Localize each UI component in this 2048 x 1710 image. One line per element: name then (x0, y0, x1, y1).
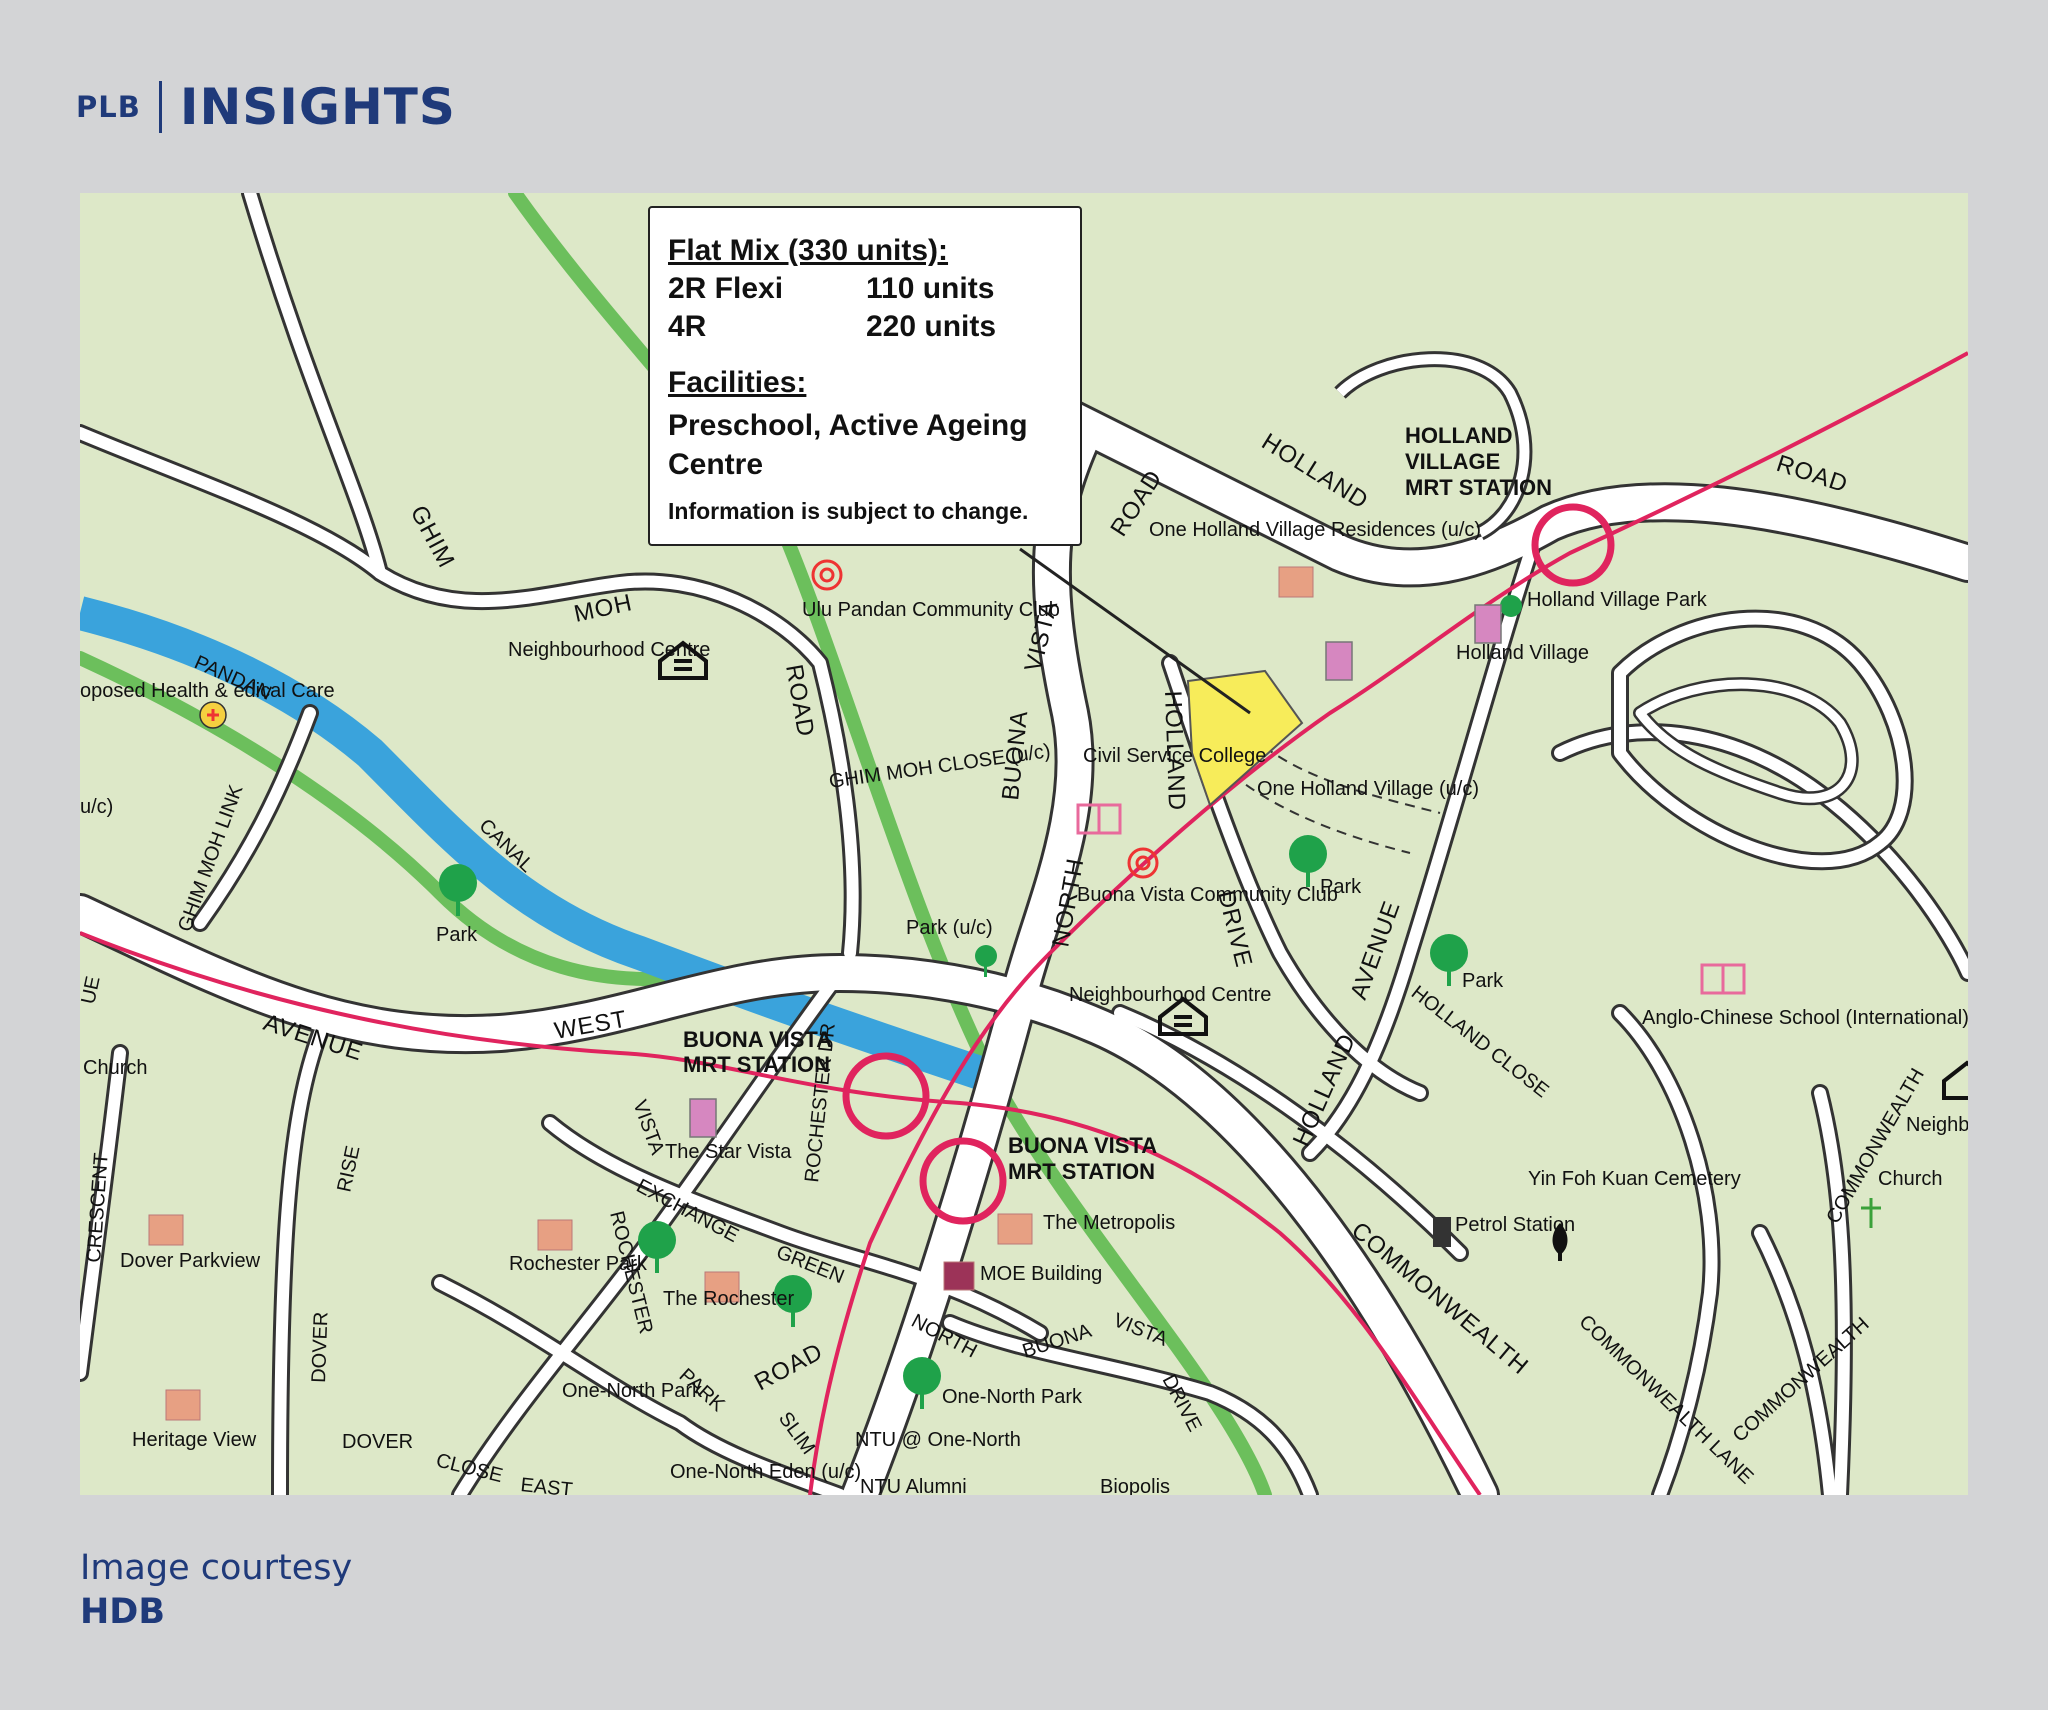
map-canvas: GHIM MOH ROAD HOLLAND ROAD ROAD BUONA VI… (80, 193, 1968, 1495)
place-label: One-North Park (562, 1380, 703, 1402)
park-tree-icon (439, 595, 1522, 1409)
buona-vista-mrt-label-2: BUONA VISTA (1008, 1133, 1157, 1158)
road-label: HOLLAND (1159, 690, 1190, 811)
road-label: HOLLAND CLOSE (1407, 982, 1553, 1103)
place-label: The Metropolis (1043, 1212, 1175, 1234)
place-label: Dover Parkview (120, 1250, 261, 1272)
medical-care-icon (199, 701, 227, 729)
brand-title: INSIGHTS (179, 78, 456, 136)
place-label: Church (83, 1057, 147, 1079)
buona-vista-mrt-ring-2 (919, 1137, 1007, 1225)
road-label: GHIM (405, 501, 460, 573)
place-label: Park (u/c) (906, 917, 993, 939)
place-label: NTU Alumni (860, 1476, 967, 1495)
road-label: EAST (519, 1474, 573, 1495)
mrt-label-line: MRT STATION (683, 1052, 830, 1077)
neighbourhood-centre-icon (658, 640, 1968, 1100)
place-label: One-North Park (942, 1386, 1083, 1408)
place-label: Neighbourhood Centre (1069, 984, 1271, 1006)
flat-type: 4R (668, 310, 707, 343)
brand-prefix: PLB (76, 90, 141, 124)
school-book-icon (1076, 803, 1746, 995)
place-label: Holland Village (1456, 642, 1589, 664)
place-label: Heritage View (132, 1429, 257, 1451)
church-cross-icon (1861, 1198, 1881, 1228)
flat-row: 4R 220 units (668, 310, 1064, 344)
road-label: VISTA (628, 1097, 668, 1158)
place-label: Rochester Park (509, 1253, 648, 1275)
place-label: One-North Eden (u/c) (670, 1461, 861, 1483)
mrt-label-line: MRT STATION (1405, 475, 1552, 500)
road-label: ROAD (750, 1338, 827, 1396)
flat-mix-heading: Flat Mix (330 units): (668, 234, 949, 267)
pandan-canal (80, 596, 986, 1090)
place-label: Church (1878, 1168, 1942, 1190)
road-label: DOVER (308, 1311, 332, 1383)
brand-divider (158, 81, 162, 133)
holland-village-mrt-ring (1531, 503, 1615, 587)
holland-village-mrt-label: HOLLAND (1405, 423, 1513, 448)
place-label: Neighb Centre (1906, 1114, 1968, 1136)
place-label: Ulu Pandan Community Club (802, 599, 1060, 621)
place-label: Buona Vista Community Club (1077, 884, 1338, 906)
place-label: Park (436, 924, 478, 946)
place-label: MOE Building (980, 1263, 1102, 1285)
community-club-icon (811, 559, 1159, 879)
credit-source: HDB (80, 1592, 166, 1632)
place-label: One Holland Village (u/c) (1257, 778, 1479, 800)
cemetery-icon (1552, 1223, 1568, 1261)
flat-units: 110 units (866, 272, 995, 305)
flat-units: 220 units (866, 310, 997, 343)
flat-row: 2R Flexi 110 units (668, 272, 1064, 306)
petrol-station-icon (1433, 1217, 1451, 1247)
mrt-label-line: HOLLAND (1405, 423, 1513, 448)
flat-mix-info-box: Flat Mix (330 units): 2R Flexi 110 units… (648, 206, 1082, 546)
brand-header: PLB INSIGHTS (76, 78, 456, 136)
facilities-heading: Facilities: (668, 366, 807, 399)
road-label: DOVER (342, 1431, 413, 1453)
place-label: NTU @ One-North (855, 1429, 1021, 1451)
road-label: UE (80, 974, 105, 1006)
place-label: The Rochester (663, 1288, 795, 1310)
flat-type: 2R Flexi (668, 272, 784, 305)
place-label: One Holland Village Residences (u/c) (1149, 519, 1481, 541)
mrt-labels: HOLLAND VILLAGE MRT STATION BUONA VISTA … (683, 423, 1552, 1184)
place-label: Petrol Station (1455, 1214, 1575, 1236)
building-icon (148, 566, 1314, 1421)
place-label: Yin Foh Kuan Cemetery (1528, 1168, 1741, 1190)
road-label: SLIM (774, 1408, 819, 1459)
holland-village-loops (1219, 351, 1914, 871)
mrt-label-line: MRT STATION (1008, 1159, 1155, 1184)
location-map: GHIM MOH ROAD HOLLAND ROAD ROAD BUONA VI… (80, 193, 1968, 1495)
buona-vista-mrt-ring-1 (842, 1052, 930, 1140)
place-label: oposed Health & edical Care (80, 680, 335, 702)
site-callout-line (1019, 547, 1251, 715)
road-label: ROAD (1773, 450, 1851, 498)
mrt-label-line: VILLAGE (1405, 449, 1500, 474)
map-icons (148, 559, 1968, 1421)
road-label: RISE (333, 1144, 364, 1194)
place-label: Park (1462, 970, 1504, 992)
facilities-value: Preschool, Active Ageing Centre (668, 409, 1028, 481)
place-label: Holland Village Park (1527, 589, 1708, 611)
place-label: Anglo-Chinese School (International) (1642, 1007, 1968, 1029)
road-label: CRESCENT (83, 1152, 113, 1263)
place-labels: One Holland Village Residences (u/c) Hol… (80, 519, 1968, 1495)
buona-vista-mrt-label-1: BUONA VISTA (683, 1027, 832, 1052)
credit-line: Image courtesy (80, 1548, 353, 1588)
place-label: u/c) (80, 796, 113, 818)
place-label: The Star Vista (665, 1141, 792, 1163)
place-label: Biopolis (1100, 1476, 1170, 1495)
disclaimer-note: Information is subject to change. (668, 498, 1029, 524)
image-credit: Image courtesy HDB (80, 1546, 352, 1634)
place-label: Park (1320, 876, 1362, 898)
place-label: Civil Service College (1083, 745, 1266, 767)
development-site (1186, 669, 1304, 807)
place-label: Neighbourhood Centre (508, 639, 710, 661)
mall-bag-icon (689, 604, 1502, 1138)
